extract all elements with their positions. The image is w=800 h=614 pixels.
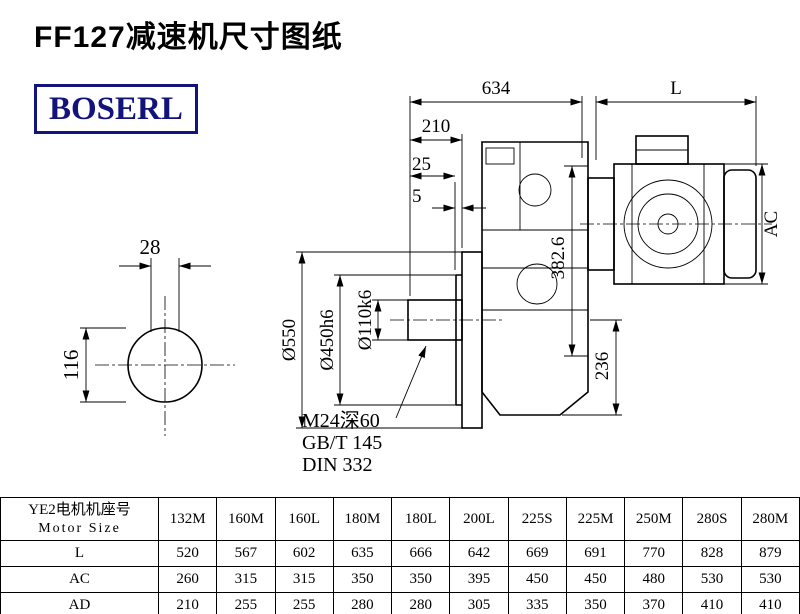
- table-cell: 315: [274, 566, 334, 593]
- table-cell: 255: [216, 592, 276, 614]
- table-cell: 770: [624, 540, 684, 567]
- table-cell: 260: [157, 566, 218, 593]
- table-cell: 666: [391, 540, 451, 567]
- row-label: L: [0, 540, 159, 567]
- dim-shaft-dia: Ø110k6: [355, 290, 376, 351]
- row-label: AD: [0, 592, 159, 614]
- header-label-cn: YE2电机机座号: [28, 501, 131, 518]
- dim-210: 210: [422, 116, 451, 137]
- table-cell: 255: [274, 592, 334, 614]
- table-cell: 395: [449, 566, 509, 593]
- header-label-en: Motor Size: [38, 520, 121, 536]
- motor-view: [580, 135, 772, 285]
- table-cell: 520: [157, 540, 218, 567]
- table-cell: 350: [565, 592, 626, 614]
- dimensions: 634 L 210 25 5 Ø550 Ø450h6: [279, 78, 782, 429]
- table-row-L: L 520 567 602 635 666 642 669 691 770 82…: [0, 540, 800, 567]
- table-row-AD: AD 210 255 255 280 280 305 335 350 370 4…: [0, 592, 800, 614]
- drawing-svg: 28 116: [59, 78, 782, 476]
- dim-top-width: 634: [482, 78, 511, 99]
- table-cell: 370: [624, 592, 684, 614]
- table-cell: 350: [391, 566, 451, 593]
- table-cell: 410: [682, 592, 742, 614]
- note-thread: M24深60: [302, 409, 380, 432]
- table-header-motor-size: YE2电机机座号 Motor Size: [0, 497, 159, 541]
- note-din-standard: DIN 332: [302, 454, 373, 476]
- table-cell: 480: [624, 566, 684, 593]
- col-header: 132M: [157, 497, 218, 541]
- dim-key-width: 28: [140, 235, 161, 259]
- table-cell: 305: [449, 592, 509, 614]
- table-cell: 828: [682, 540, 742, 567]
- col-header: 180L: [391, 497, 451, 541]
- table-cell: 691: [565, 540, 626, 567]
- col-header: 225M: [565, 497, 626, 541]
- page-title: FF127减速机尺寸图纸: [34, 21, 343, 54]
- gearbox-view: [390, 141, 589, 429]
- table-cell: 879: [740, 540, 800, 567]
- dim-shaft-section: 116: [59, 350, 83, 381]
- brand-logo: BOSERL: [34, 84, 198, 134]
- dim-flange-dia: Ø550: [279, 319, 300, 361]
- table-cell: 315: [216, 566, 276, 593]
- drawing-notes: M24深60 GB/T 145 DIN 332: [302, 345, 427, 476]
- col-header: 180M: [332, 497, 393, 541]
- table-cell: 642: [449, 540, 509, 567]
- table-cell: 530: [740, 566, 800, 593]
- table-cell: 210: [157, 592, 218, 614]
- col-header: 280S: [682, 497, 742, 541]
- table-cell: 280: [391, 592, 451, 614]
- col-header: 160M: [216, 497, 276, 541]
- dim-25: 25: [412, 154, 431, 175]
- row-label: AC: [0, 566, 159, 593]
- table-cell: 280: [332, 592, 393, 614]
- table-cell: 410: [740, 592, 800, 614]
- table-row-AC: AC 260 315 315 350 350 395 450 450 480 5…: [0, 566, 800, 593]
- dim-motor-length: L: [670, 78, 682, 99]
- shaft-section-view: 28 116: [59, 235, 235, 436]
- dim-spigot-dia: Ø450h6: [317, 309, 338, 370]
- table-cell: 669: [507, 540, 567, 567]
- table-cell: 530: [682, 566, 742, 593]
- table-header-row: YE2电机机座号 Motor Size 132M 160M 160L 180M …: [0, 497, 800, 541]
- dim-motor-height: AC: [761, 211, 782, 237]
- dim-5: 5: [412, 186, 422, 207]
- col-header: 225S: [507, 497, 567, 541]
- col-header: 200L: [449, 497, 509, 541]
- table-cell: 602: [274, 540, 334, 567]
- note-gb-standard: GB/T 145: [302, 432, 382, 454]
- dim-236: 236: [592, 352, 613, 381]
- table-cell: 635: [332, 540, 393, 567]
- col-header: 160L: [274, 497, 334, 541]
- dim-housing-height: 382.6: [548, 237, 569, 280]
- table-cell: 450: [507, 566, 567, 593]
- motor-size-table: YE2电机机座号 Motor Size 132M 160M 160L 180M …: [0, 497, 800, 614]
- table-cell: 350: [332, 566, 393, 593]
- col-header: 280M: [740, 497, 800, 541]
- table-cell: 567: [216, 540, 276, 567]
- col-header: 250M: [624, 497, 684, 541]
- table-cell: 450: [565, 566, 626, 593]
- table-cell: 335: [507, 592, 567, 614]
